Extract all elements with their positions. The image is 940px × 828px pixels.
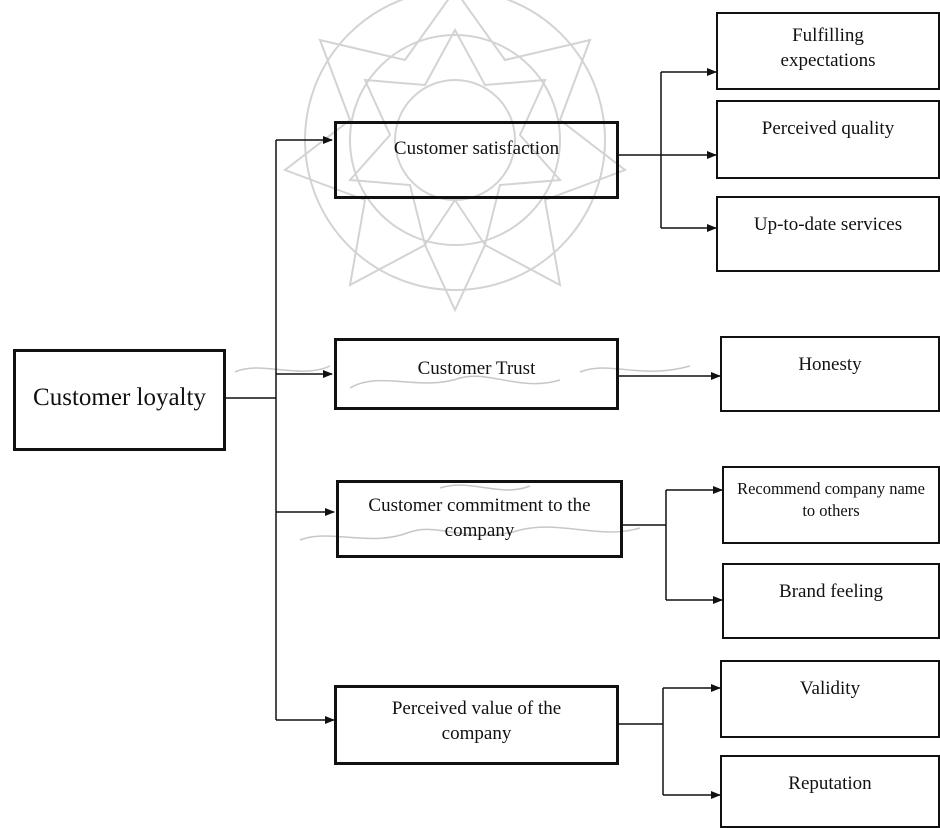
node-label: Customer commitment to the company <box>368 495 591 542</box>
node-label: Up-to-date services <box>753 214 903 235</box>
node-brand-feeling: Brand feeling <box>722 563 940 639</box>
node-label: Customer loyalty <box>33 383 206 411</box>
node-customer-loyalty: Customer loyalty <box>13 349 226 451</box>
node-label: Perceived value of the company <box>391 698 562 745</box>
node-up-to-date-services: Up-to-date services <box>716 196 940 272</box>
node-perceived-value: Perceived value of the company <box>334 685 619 765</box>
node-recommend-company-name: Recommend company name to others <box>722 466 940 544</box>
node-customer-trust: Customer Trust <box>334 338 619 410</box>
node-fulfilling-expectations: Fulfilling expectations <box>716 12 940 90</box>
node-label: Fulfilling expectations <box>780 25 876 72</box>
node-label: Customer satisfaction <box>393 138 560 159</box>
node-honesty: Honesty <box>720 336 940 412</box>
node-customer-commitment: Customer commitment to the company <box>336 480 623 558</box>
node-label: Recommend company name to others <box>737 479 925 520</box>
node-label: Perceived quality <box>761 118 895 139</box>
node-label: Validity <box>799 678 861 699</box>
node-perceived-quality: Perceived quality <box>716 100 940 179</box>
node-label: Brand feeling <box>779 581 883 602</box>
node-customer-satisfaction: Customer satisfaction <box>334 121 619 199</box>
node-label: Honesty <box>798 354 862 375</box>
node-label: Customer Trust <box>417 358 536 379</box>
node-reputation: Reputation <box>720 755 940 828</box>
node-validity: Validity <box>720 660 940 738</box>
node-label: Reputation <box>788 773 872 794</box>
